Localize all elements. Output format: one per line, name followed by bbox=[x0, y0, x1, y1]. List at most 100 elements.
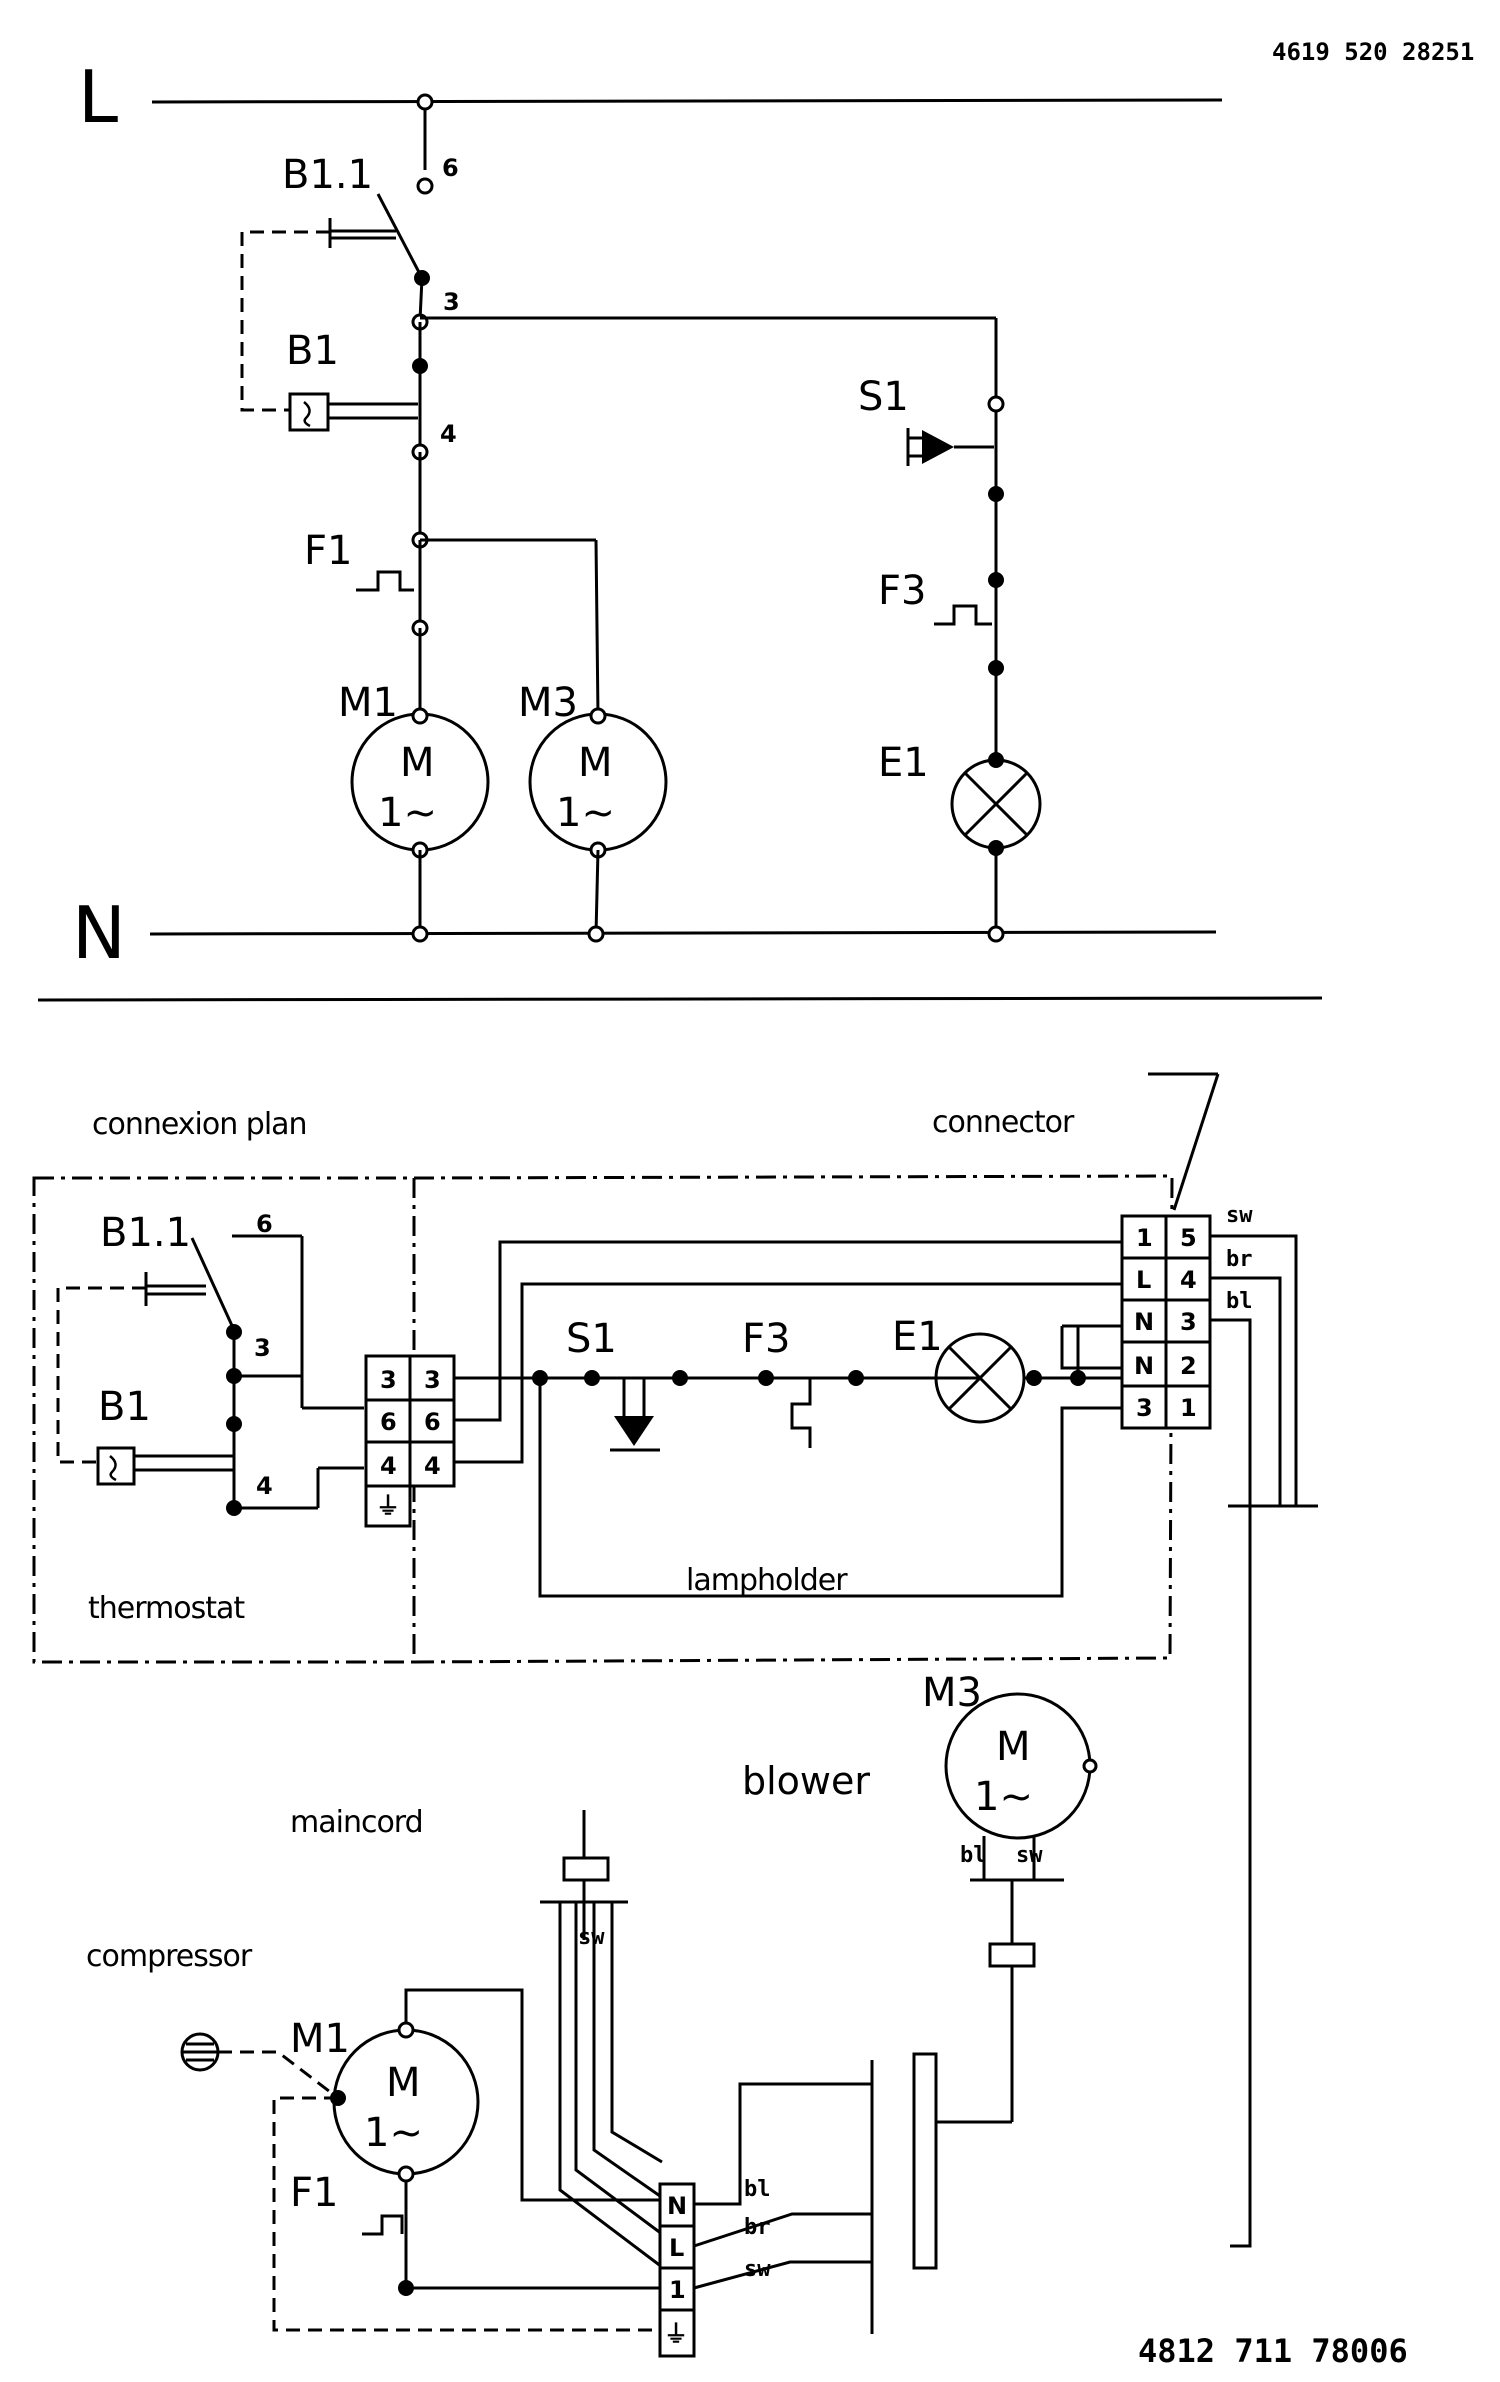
cord-wire-colour: sw bbox=[578, 1925, 605, 1950]
thermostat-b11-label: B1.1 bbox=[100, 1210, 191, 1256]
document-number-bottom: 4812 711 78006 bbox=[1138, 2332, 1408, 2370]
maincord-wire-sw: sw bbox=[744, 2257, 771, 2282]
thermostat-label: thermostat bbox=[88, 1591, 245, 1626]
section-divider bbox=[37, 996, 1323, 1002]
mechanical-link bbox=[240, 230, 330, 412]
fuse-f1-label: F1 bbox=[304, 528, 352, 574]
connector-pin-left-N2: N bbox=[1134, 1352, 1154, 1380]
fuse-f3-symbol bbox=[790, 1378, 812, 1448]
terminal-node bbox=[587, 925, 605, 943]
terminal-left-4: 4 bbox=[380, 1452, 397, 1480]
maincord-terminal-block: N L 1 ⏚ bbox=[658, 2182, 696, 2358]
connector-block: 1 L N N 3 5 4 3 2 1 bbox=[1120, 1214, 1212, 1430]
switch-s1-label: S1 bbox=[858, 374, 909, 420]
blower-earth-bar bbox=[912, 2052, 938, 2270]
switch-s1-label: S1 bbox=[566, 1316, 617, 1362]
neutral-rail-label: N bbox=[72, 891, 126, 975]
blower-wire-bl: bl bbox=[960, 1843, 987, 1868]
connector-pin-left-N: N bbox=[1134, 1308, 1154, 1336]
blower-wire-sw: sw bbox=[1016, 1843, 1043, 1868]
switch-b11-contact bbox=[376, 193, 424, 279]
motor-m3-phase: 1~ bbox=[556, 790, 615, 836]
switch-s1-symbol bbox=[614, 1416, 654, 1446]
motor-m1-letter: M bbox=[386, 2060, 421, 2106]
terminal-node bbox=[987, 395, 1005, 413]
connector-pin-left-1: 1 bbox=[1136, 1224, 1153, 1252]
pin-label-4: 4 bbox=[256, 1472, 273, 1500]
fuse-f1-label: F1 bbox=[290, 2170, 338, 2216]
motor-m1-letter: M bbox=[400, 740, 435, 786]
fuse-f3-symbol bbox=[934, 604, 992, 626]
terminal-right-4: 4 bbox=[424, 1452, 441, 1480]
maincord-wire-br: br bbox=[744, 2215, 771, 2240]
motor-m3-phase: 1~ bbox=[974, 1774, 1033, 1820]
motor-m1-phase: 1~ bbox=[378, 790, 437, 836]
maincord-wire-bl: bl bbox=[744, 2177, 771, 2202]
connexion-plan-label: connexion plan bbox=[92, 1107, 307, 1142]
compressor-earth-wire bbox=[272, 2096, 660, 2332]
pin-label-4: 4 bbox=[440, 420, 457, 448]
connector-label: connector bbox=[932, 1105, 1075, 1140]
live-rail bbox=[151, 98, 1223, 104]
wire-colour-sw: sw bbox=[1226, 1203, 1253, 1228]
switch-b11-label: B1.1 bbox=[282, 152, 373, 198]
wire-colour-br: br bbox=[1226, 1247, 1253, 1272]
maincord-plug bbox=[562, 1856, 610, 1882]
pin-label-3: 3 bbox=[443, 288, 460, 316]
blower-label: blower bbox=[742, 1759, 870, 1803]
switch-b11-contact bbox=[190, 1237, 236, 1331]
terminal-node bbox=[411, 925, 429, 943]
terminal-left-6: 6 bbox=[380, 1408, 397, 1436]
pin-label-6: 6 bbox=[256, 1210, 273, 1238]
connector-pin-left-3: 3 bbox=[1136, 1394, 1153, 1422]
switch-s1-symbol bbox=[906, 428, 922, 466]
motor-m3-label: M3 bbox=[518, 680, 578, 726]
motor-m3-letter: M bbox=[996, 1724, 1031, 1770]
neutral-rail bbox=[149, 930, 1217, 936]
connector-pin-right-3: 3 bbox=[1180, 1308, 1197, 1336]
connector-leader bbox=[1172, 1073, 1220, 1211]
compressor-label: compressor bbox=[86, 1939, 253, 1974]
connection-plan: connexion plan connector B1.1 6 3 B1 4 bbox=[32, 1072, 1318, 2358]
lamp-e1-label: E1 bbox=[878, 740, 929, 786]
thermostat-housing-frame bbox=[32, 1176, 416, 1664]
lamp-e1-label: E1 bbox=[892, 1314, 943, 1360]
maincord-label: maincord bbox=[290, 1805, 423, 1840]
pin-label-6: 6 bbox=[442, 154, 459, 182]
connector-pin-right-1: 1 bbox=[1180, 1394, 1197, 1422]
terminal-node bbox=[416, 177, 434, 195]
terminal-left-3: 3 bbox=[380, 1366, 397, 1394]
motor-m1-phase: 1~ bbox=[364, 2110, 423, 2156]
connector-pin-left-L: L bbox=[1136, 1266, 1151, 1294]
thermostat-b1-label: B1 bbox=[286, 328, 339, 374]
compressor-earth-link bbox=[218, 2050, 339, 2100]
pin-label-3: 3 bbox=[254, 1334, 271, 1362]
connector-pin-right-2: 2 bbox=[1180, 1352, 1197, 1380]
maincord-terminal-1: 1 bbox=[669, 2276, 686, 2304]
fuse-f1-symbol bbox=[356, 570, 414, 592]
fuse-f1-symbol bbox=[362, 2214, 404, 2236]
document-number-top: 4619 520 28251 bbox=[1272, 38, 1474, 66]
terminal-node bbox=[987, 925, 1005, 943]
thermostat-terminal-strip: 3 6 4 ⏚ 3 6 4 bbox=[364, 1354, 456, 1528]
motor-m3-letter: M bbox=[578, 740, 613, 786]
circuit-schematic: L N 6 B1.1 3 B1 4 F1 bbox=[72, 55, 1223, 975]
motor-m1-label: M1 bbox=[338, 680, 398, 726]
terminal-left-earth: ⏚ bbox=[376, 1492, 400, 1520]
lampholder-label: lampholder bbox=[686, 1563, 848, 1598]
live-rail-label: L bbox=[78, 55, 118, 139]
terminal-node bbox=[411, 707, 429, 725]
terminal-node bbox=[589, 707, 607, 725]
fuse-f3-label: F3 bbox=[878, 568, 926, 614]
connector-pin-right-5: 5 bbox=[1180, 1224, 1197, 1252]
motor-m3-label: M3 bbox=[922, 1670, 982, 1716]
motor-m1-label: M1 bbox=[290, 2016, 350, 2062]
maincord-terminal-earth: ⏚ bbox=[664, 2320, 688, 2348]
connector-pin-right-4: 4 bbox=[1180, 1266, 1197, 1294]
maincord-terminal-N: N bbox=[667, 2192, 687, 2220]
fuse-f3-label: F3 bbox=[742, 1316, 790, 1362]
wire-colour-bl: bl bbox=[1226, 1289, 1253, 1314]
mechanical-link bbox=[56, 1286, 146, 1464]
maincord-terminal-L: L bbox=[669, 2234, 684, 2262]
